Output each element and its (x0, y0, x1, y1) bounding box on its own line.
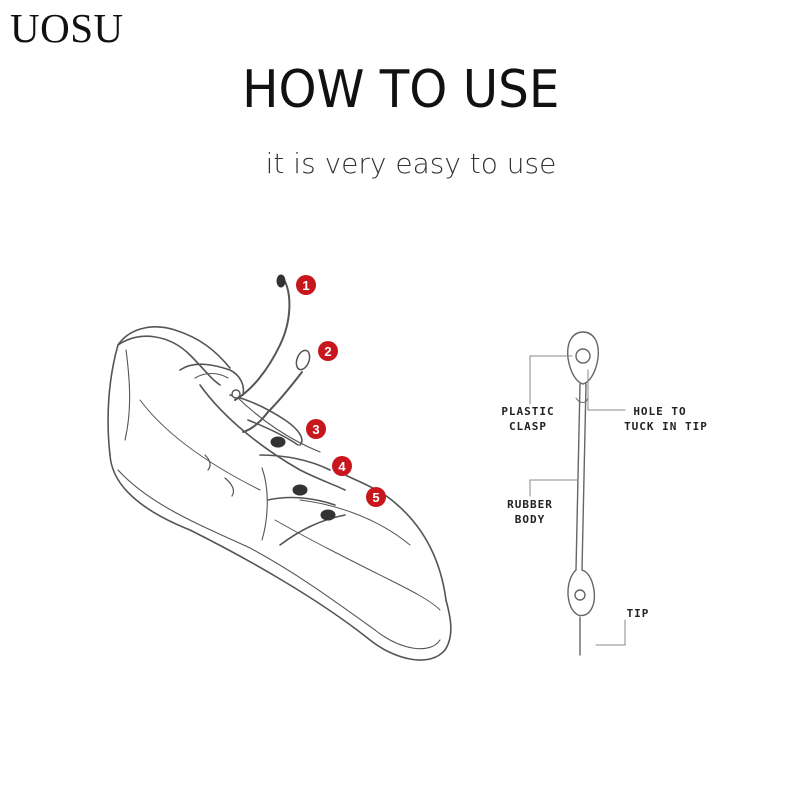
shoe-heel-tab (124, 349, 131, 441)
callout-body (529, 479, 579, 497)
plastic-clasp (567, 331, 599, 385)
rubber-body (575, 383, 587, 571)
shoe-eyestay-inner (234, 394, 321, 453)
shoe-toe-cap (299, 499, 411, 546)
tuck-hole (575, 348, 591, 364)
step-number-2: 2 (324, 344, 331, 359)
step-badge-1 (296, 275, 316, 295)
lace-tip-1 (276, 274, 286, 288)
shoe-vent-2 (224, 477, 235, 497)
label-plastic-1: PLASTIC (501, 405, 554, 418)
page-title: HOW TO USE (242, 60, 560, 120)
label-rubber-1: RUBBER (507, 498, 553, 511)
step-badges: 1 2 3 4 5 (296, 275, 386, 507)
shoe-lace-3 (259, 454, 331, 471)
label-tip: TIP (627, 607, 650, 620)
brand-logo: UOSU (10, 5, 124, 51)
shoe-toe (334, 469, 447, 601)
shoe-lace-5 (279, 514, 346, 546)
lace-clasp-3 (270, 436, 286, 448)
step-badge-3 (306, 419, 326, 439)
shoe-heel (107, 326, 231, 456)
step-badge-4 (332, 456, 352, 476)
page-subtitle: it is very easy to use (265, 147, 557, 180)
lace-tip-2 (295, 349, 311, 371)
lace-clasp-4 (292, 484, 308, 496)
shoe-tongue-inner (194, 372, 229, 379)
tip-hole (574, 589, 586, 601)
step-badge-5 (366, 487, 386, 507)
shoe-side-line (139, 399, 261, 491)
shoe-eyestay (199, 384, 346, 491)
shoe-lace-1 (229, 394, 303, 446)
shoe-lace-4 (267, 496, 336, 506)
shoe-illustration (107, 277, 452, 661)
label-rubber-2: BODY (515, 513, 546, 526)
tip-loop (567, 569, 596, 617)
step-number-4: 4 (338, 459, 346, 474)
callout-tip (595, 619, 626, 646)
step-number-5: 5 (372, 490, 379, 505)
lace-pull-2 (242, 371, 303, 433)
callout-hole (587, 369, 626, 411)
lace-part-diagram (529, 331, 626, 656)
step-badge-2 (318, 341, 338, 361)
shoe-sole-edge (117, 469, 441, 650)
label-hole-2: TUCK IN TIP (624, 420, 708, 433)
callout-clasp (529, 355, 573, 405)
shoe-vent (204, 454, 211, 471)
step-number-3: 3 (312, 422, 319, 437)
label-hole-1: HOLE TO (633, 405, 686, 418)
label-plastic-2: CLASP (509, 420, 547, 433)
shoe-lace-2 (247, 419, 299, 446)
body-inner (575, 397, 589, 403)
shoe-sole (109, 454, 452, 661)
shoe-toe-seam (274, 519, 441, 611)
lace-pull-1 (234, 277, 291, 401)
step-number-1: 1 (302, 278, 309, 293)
lace-eyelet (231, 389, 241, 399)
lace-clasp-5 (320, 509, 336, 521)
shoe-tongue (179, 363, 245, 396)
shoe-lace-6 (261, 467, 268, 541)
shoe-collar (117, 335, 221, 386)
